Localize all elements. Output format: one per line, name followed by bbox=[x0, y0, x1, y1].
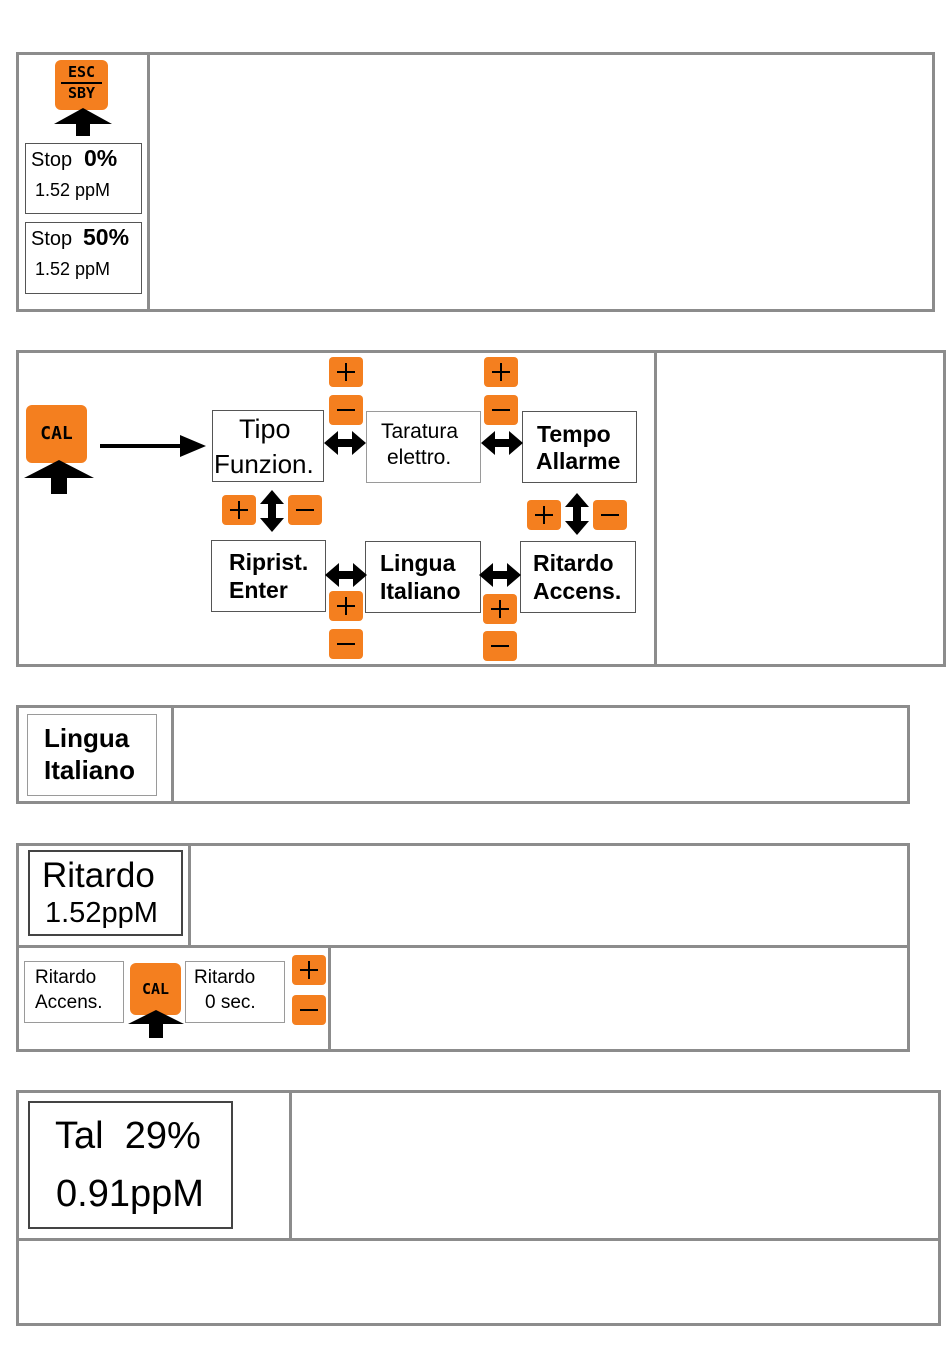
arrow-right-icon bbox=[98, 433, 208, 459]
up-down-arrow-icon bbox=[563, 491, 591, 537]
language-panel-divider bbox=[171, 705, 174, 804]
stop-percent: 50% bbox=[83, 224, 129, 251]
plus-key-icon[interactable] bbox=[329, 357, 363, 387]
display-line1: Ritardo bbox=[194, 967, 255, 989]
menu-line2: Accens. bbox=[533, 578, 621, 605]
display-stop-0: Stop 0% 1.52 ppM bbox=[25, 143, 142, 214]
display-line1: Tal 29% bbox=[55, 1115, 201, 1158]
plus-key-icon[interactable] bbox=[329, 591, 363, 621]
standby-panel bbox=[16, 52, 935, 312]
display-line1: Ritardo bbox=[42, 856, 155, 896]
display-line2: Accens. bbox=[35, 992, 103, 1014]
ppm-value: 1.52 ppM bbox=[35, 180, 110, 201]
esc-sby-key[interactable]: ESC SBY bbox=[55, 60, 108, 110]
plus-key-icon[interactable] bbox=[484, 357, 518, 387]
calibration-panel-divider bbox=[289, 1090, 292, 1240]
left-right-arrow-icon bbox=[477, 562, 523, 588]
minus-key-icon[interactable] bbox=[484, 395, 518, 425]
minus-key-icon[interactable] bbox=[329, 629, 363, 659]
menu-line2: Allarme bbox=[536, 448, 620, 475]
minus-key-icon[interactable] bbox=[593, 500, 627, 530]
left-right-arrow-icon bbox=[323, 562, 369, 588]
menu-tipo-funzion[interactable]: Tipo Funzion. bbox=[212, 410, 324, 482]
plus-key-icon[interactable] bbox=[292, 955, 326, 985]
menu-line1: Lingua bbox=[380, 550, 455, 577]
display-ritardo-seconds: Ritardo 0 sec. bbox=[185, 961, 285, 1023]
minus-key-icon[interactable] bbox=[288, 495, 322, 525]
press-arrow-icon bbox=[52, 106, 114, 136]
menu-line1: Tempo bbox=[537, 421, 611, 448]
standby-panel-divider bbox=[147, 52, 150, 312]
sby-label: SBY bbox=[55, 85, 108, 102]
display-line2: 0 sec. bbox=[205, 992, 256, 1014]
display-stop-50: Stop 50% 1.52 ppM bbox=[25, 222, 142, 294]
cal-menu-panel-divider bbox=[654, 350, 657, 667]
display-line2: Italiano bbox=[44, 755, 135, 786]
display-tal-ppm: Tal 29% 0.91ppM bbox=[28, 1101, 233, 1229]
menu-taratura-elettro[interactable]: Taratura elettro. bbox=[366, 411, 481, 483]
display-line2: 0.91ppM bbox=[56, 1173, 204, 1216]
menu-line2: Enter bbox=[229, 577, 288, 604]
menu-line2: Italiano bbox=[380, 578, 461, 605]
ppm-value: 1.52 ppM bbox=[35, 259, 110, 280]
delay-panel-divider-top bbox=[188, 843, 191, 947]
display-line2: 1.52ppM bbox=[45, 897, 158, 930]
press-arrow-icon bbox=[22, 458, 96, 494]
left-right-arrow-icon bbox=[322, 430, 368, 456]
menu-lingua-italiano[interactable]: Lingua Italiano bbox=[365, 541, 481, 613]
esc-label: ESC bbox=[55, 64, 108, 81]
menu-line1: Ritardo bbox=[533, 550, 614, 577]
menu-riprist-enter[interactable]: Riprist. Enter bbox=[211, 540, 326, 612]
press-arrow-icon bbox=[126, 1008, 186, 1038]
minus-key-icon[interactable] bbox=[483, 631, 517, 661]
minus-key-icon[interactable] bbox=[329, 395, 363, 425]
minus-key-icon[interactable] bbox=[292, 995, 326, 1025]
left-right-arrow-icon bbox=[479, 430, 525, 456]
display-line1: Ritardo bbox=[35, 967, 96, 989]
stop-percent: 0% bbox=[84, 145, 117, 172]
menu-line1: Taratura bbox=[381, 420, 458, 444]
up-down-arrow-icon bbox=[258, 488, 286, 534]
display-ritardo-accens: Ritardo Accens. bbox=[24, 961, 124, 1023]
display-line1: Lingua bbox=[44, 723, 129, 754]
cal-menu-panel bbox=[16, 350, 946, 667]
display-ritardo-ppm: Ritardo 1.52ppM bbox=[28, 850, 183, 936]
menu-line1: Tipo bbox=[239, 414, 291, 445]
calibration-panel-row-divider bbox=[16, 1238, 941, 1241]
menu-ritardo-accens[interactable]: Ritardo Accens. bbox=[520, 541, 636, 613]
menu-line2: Funzion. bbox=[214, 449, 314, 480]
plus-key-icon[interactable] bbox=[527, 500, 561, 530]
stop-label: Stop bbox=[31, 228, 72, 251]
stop-label: Stop bbox=[31, 149, 72, 172]
cal-key[interactable]: CAL bbox=[26, 405, 87, 463]
display-lingua-italiano: Lingua Italiano bbox=[27, 714, 157, 796]
menu-line1: Riprist. bbox=[229, 549, 308, 576]
plus-key-icon[interactable] bbox=[222, 495, 256, 525]
delay-panel-row-divider bbox=[16, 945, 910, 948]
delay-panel-divider-bottom bbox=[328, 945, 331, 1052]
menu-tempo-allarme[interactable]: Tempo Allarme bbox=[522, 411, 637, 483]
plus-key-icon[interactable] bbox=[483, 594, 517, 624]
menu-line2: elettro. bbox=[387, 446, 451, 470]
